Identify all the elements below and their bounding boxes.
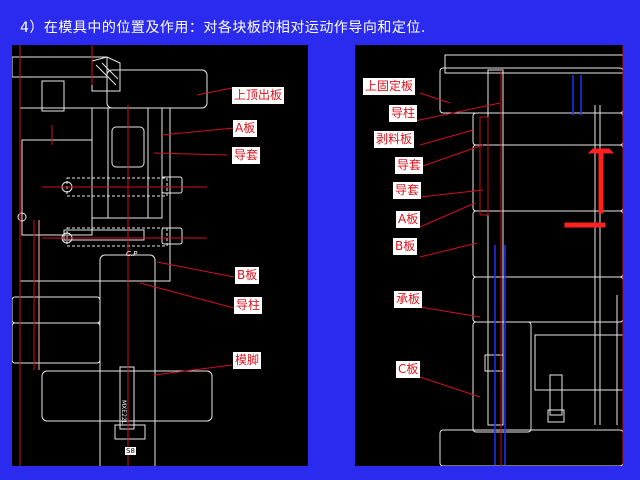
label-guide-pillar: 导柱	[234, 297, 263, 314]
cp-mark: C.P	[126, 250, 138, 258]
label-guide-pillar: 导柱	[389, 105, 418, 122]
label-guide-bush-2: 导套	[393, 182, 422, 199]
s8-mark: S8	[125, 447, 136, 455]
label-guide-bush: 导套	[232, 147, 261, 164]
label-top-clamp-plate: 上固定板	[363, 78, 416, 95]
bolt-mark: MXE22L	[120, 400, 127, 425]
label-b-plate: B板	[393, 238, 418, 255]
label-mold-foot: 模脚	[233, 352, 262, 369]
label-support-plate: 承板	[394, 291, 423, 308]
left-cad-lines	[12, 45, 235, 466]
label-b-plate: B板	[235, 267, 260, 284]
label-a-plate: A板	[233, 120, 258, 137]
slide-title: 4）在模具中的位置及作用：对各块板的相对运动作导向和定位.	[20, 20, 426, 36]
left-mold-drawing: C.P MXE22L S8 上顶出板 A板 导套 B板 导柱 模脚	[12, 45, 308, 466]
right-mold-drawing: 上固定板 导柱 剥料板 导套 导套 A板 B板 承板 C板	[355, 45, 623, 466]
label-stripper-plate: 剥料板	[374, 131, 415, 148]
label-a-plate: A板	[396, 211, 421, 228]
right-cad-lines	[414, 45, 623, 466]
label-c-plate: C板	[396, 361, 421, 378]
label-guide-bush-1: 导套	[395, 157, 424, 174]
label-upper-ejector-plate: 上顶出板	[232, 87, 285, 104]
